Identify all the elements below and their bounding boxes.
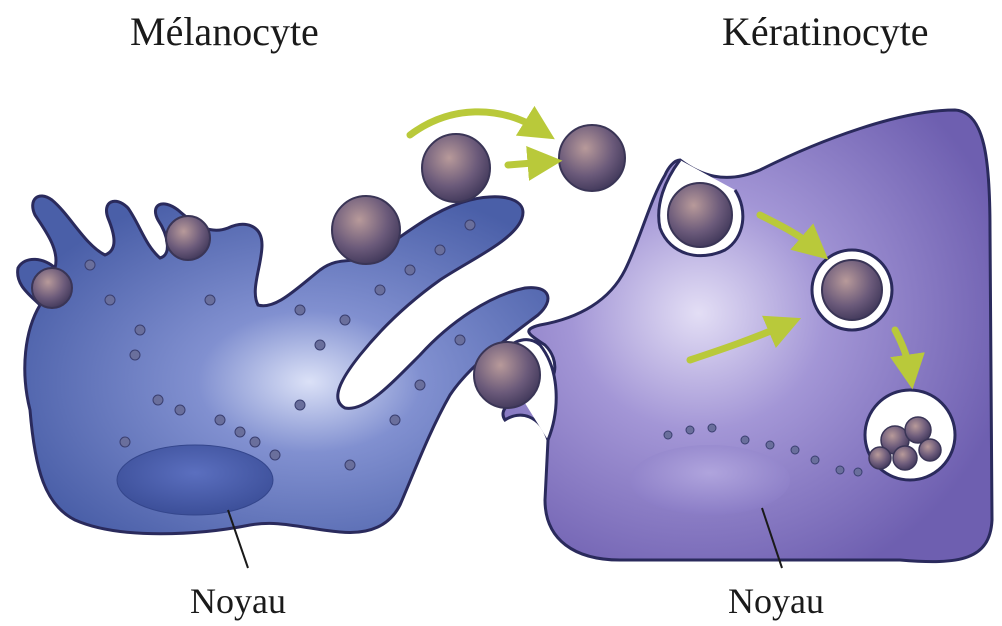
keratinocyte-nucleus	[630, 445, 790, 515]
melanocyte-cell	[18, 196, 548, 534]
melanocyte-nucleus	[117, 445, 273, 515]
